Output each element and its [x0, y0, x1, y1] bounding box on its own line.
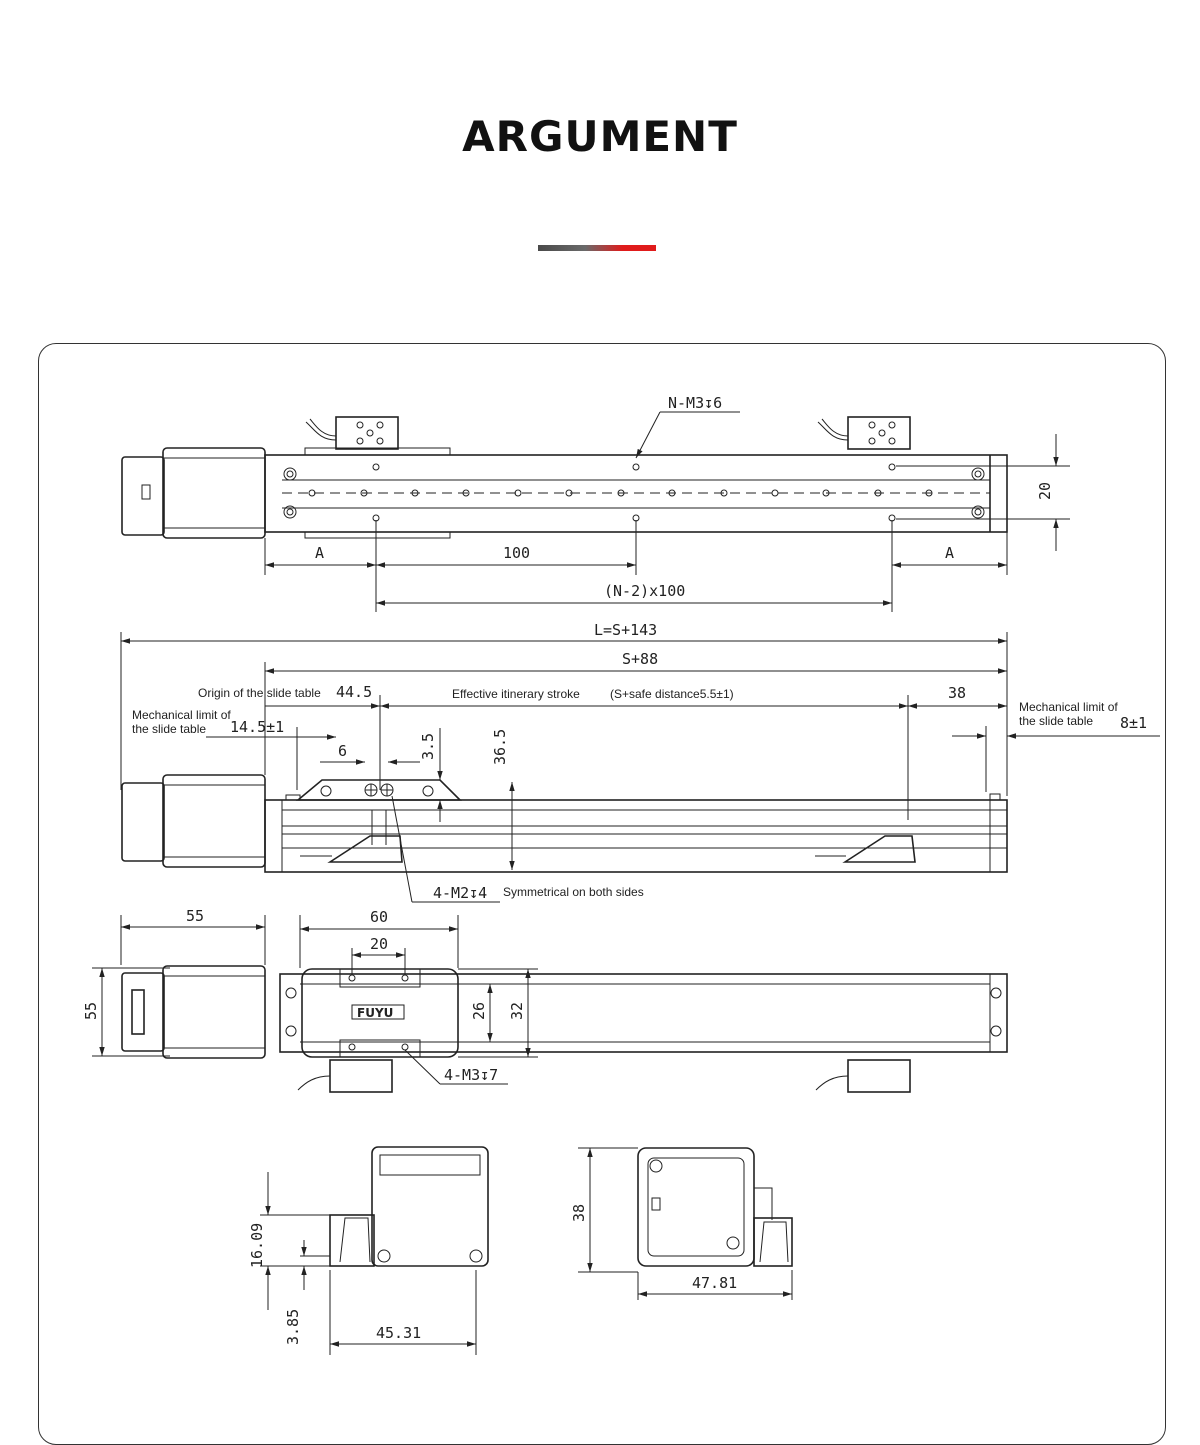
end-dim-47-81: 47.81	[692, 1274, 737, 1292]
side-rail	[264, 799, 1008, 873]
side-dim-limit-left: 14.5±1	[230, 718, 284, 736]
side-dim-total: L=S+143	[594, 621, 657, 639]
side-dim-3-5: 3.5	[419, 733, 437, 760]
side-dim-6: 6	[338, 742, 347, 760]
side-view: L=S+143 S+88 Origin of the slide table 4…	[120, 621, 1160, 903]
side-dim-limit-right: 8±1	[1120, 714, 1147, 732]
mounting-hole-row	[308, 489, 933, 497]
stepper-motor	[162, 447, 266, 539]
side-dim-stroke-base: S+88	[622, 650, 658, 668]
plan-hole-callout: 4-M3↧7	[444, 1066, 498, 1084]
plan-dim-32: 32	[508, 1002, 526, 1020]
title-divider	[538, 245, 656, 251]
plan-rail	[279, 973, 1008, 1053]
mech-limit-left-line1: Mechanical limit of	[132, 708, 231, 722]
end-view-left: 16.09 3.85 45.31	[248, 1146, 489, 1355]
top-dim-pitch: 100	[503, 544, 530, 562]
end-dim-45-31: 45.31	[376, 1324, 421, 1342]
mech-limit-right-line1: Mechanical limit of	[1019, 700, 1118, 714]
motor-connector	[121, 456, 165, 536]
end-dim-3-85: 3.85	[284, 1309, 302, 1345]
page-title: ARGUMENT	[462, 112, 738, 161]
drawing-card	[38, 343, 1166, 1445]
top-hole-callout: N-M3↧6	[668, 394, 722, 412]
side-dim-origin: 44.5	[336, 683, 372, 701]
limit-sensor-left	[305, 416, 399, 450]
slide-table	[295, 779, 462, 801]
effective-stroke-formula: (S+safe distance5.5±1)	[610, 687, 734, 701]
limit-sensor-right	[817, 416, 911, 450]
technical-drawing: N-M3↧6 20 A 100 A (N-2)x100 L=S+143 S+88	[82, 394, 1160, 1355]
plan-view: 55 60 20 55 FUYU	[82, 907, 1008, 1093]
origin-label: Origin of the slide table	[198, 686, 321, 700]
end-dim-16-09: 16.09	[248, 1223, 266, 1268]
top-dim-span: (N-2)x100	[604, 582, 685, 600]
top-view: N-M3↧6 20 A 100 A (N-2)x100	[121, 394, 1070, 612]
top-dim-a-right: A	[945, 544, 954, 562]
mech-limit-left-line2: the slide table	[132, 722, 206, 736]
side-hole-note: Symmetrical on both sides	[503, 885, 644, 899]
plan-dim-20: 20	[370, 935, 388, 953]
side-dim-36-5: 36.5	[491, 729, 509, 765]
effective-stroke-label: Effective itinerary stroke	[452, 687, 580, 701]
side-hole-callout: 4-M2↧4	[433, 884, 487, 902]
plan-dim-left-height: 55	[82, 1002, 100, 1020]
mech-limit-right-line2: the slide table	[1019, 714, 1093, 728]
top-dim-a-left: A	[315, 544, 324, 562]
plan-dim-26: 26	[470, 1002, 488, 1020]
top-dim-height: 20	[1036, 482, 1054, 500]
brand-label: FUYU	[357, 1006, 393, 1020]
end-dim-38: 38	[570, 1204, 588, 1222]
plan-dim-55: 55	[186, 907, 204, 925]
plan-dim-60: 60	[370, 908, 388, 926]
side-dim-38: 38	[948, 684, 966, 702]
end-view-right: 38 47.81	[570, 1147, 793, 1300]
